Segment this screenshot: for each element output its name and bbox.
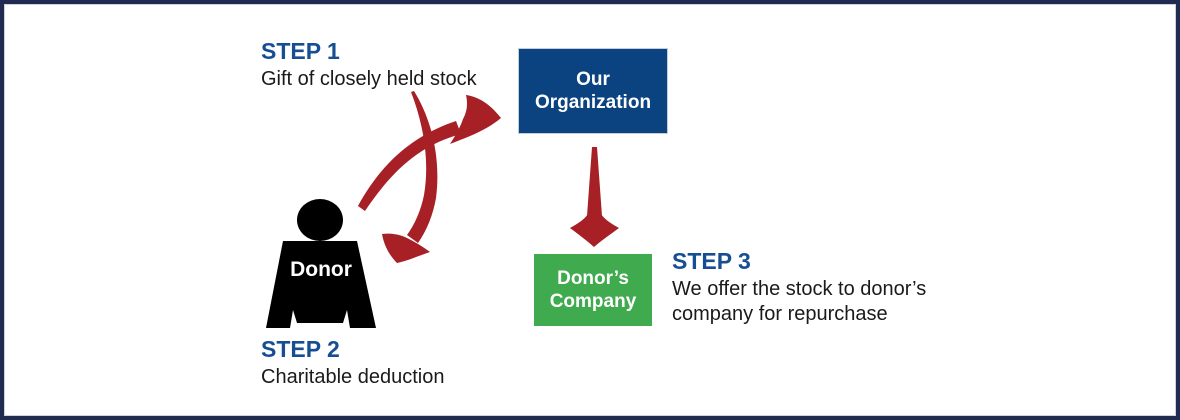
step-3-description: We offer the stock to donor’s company fo… — [672, 278, 927, 325]
gift-arrow-icon — [358, 95, 501, 211]
donor-company-node: Donor’s Company — [534, 254, 652, 326]
step-1-block: STEP 1 Gift of closely held stock — [261, 38, 477, 92]
step-2-heading: STEP 2 — [261, 336, 340, 362]
step-2-description: Charitable deduction — [261, 366, 445, 389]
deduction-arrow-icon — [382, 91, 438, 263]
diagram-shapes-layer: Donor — [266, 91, 619, 328]
step-3-heading: STEP 3 — [672, 248, 751, 274]
step-1-description: Gift of closely held stock — [261, 68, 477, 91]
step-3-block: STEP 3 We offer the stock to donor’s com… — [672, 248, 972, 326]
donor-figure-icon: Donor — [266, 199, 376, 328]
organization-label: Our Organization — [534, 68, 652, 113]
step-1-heading: STEP 1 — [261, 38, 340, 64]
organization-node: Our Organization — [518, 48, 668, 134]
step-2-block: STEP 2 Charitable deduction — [261, 336, 445, 390]
offer-arrow-icon — [570, 147, 619, 247]
donor-company-label: Donor’s Company — [549, 267, 637, 312]
donor-label: Donor — [290, 258, 352, 281]
